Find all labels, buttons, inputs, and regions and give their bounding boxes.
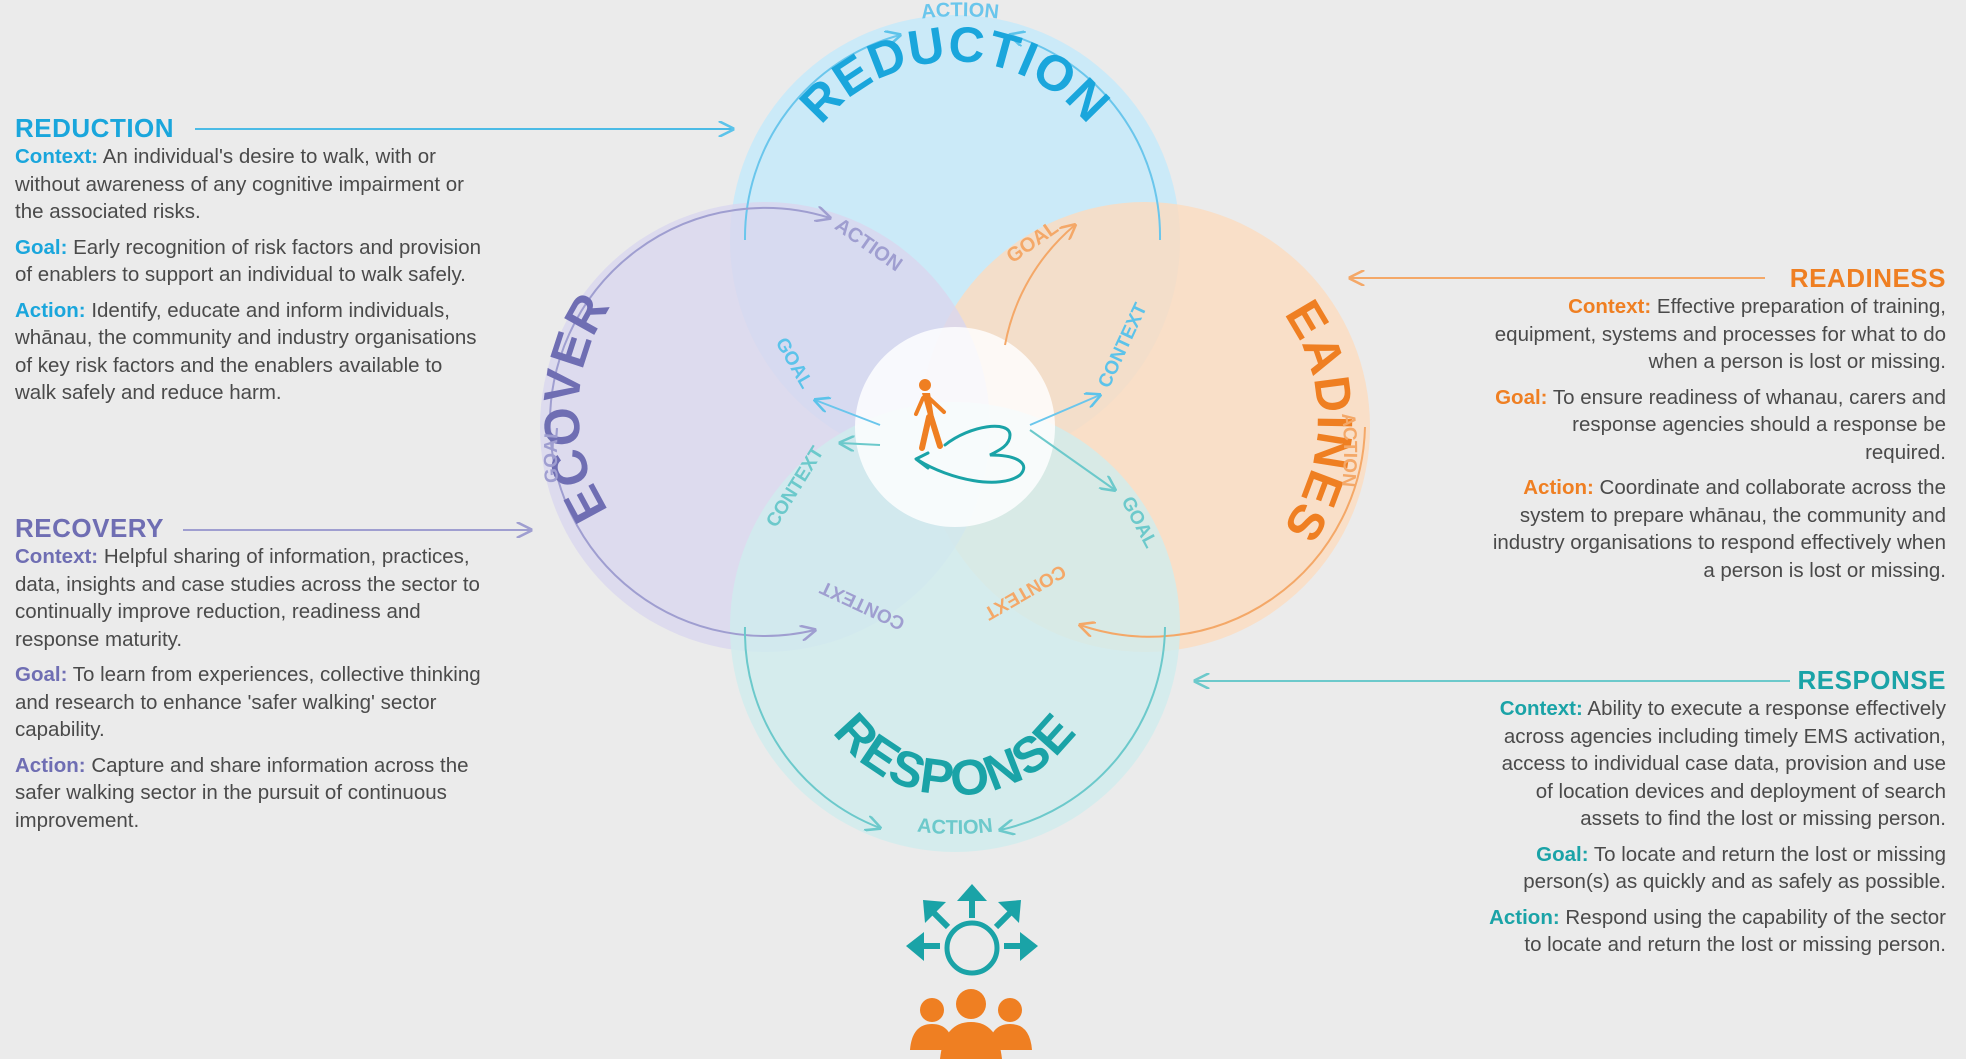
reduction-goal: Goal: Early recognition of risk factors … bbox=[15, 234, 485, 289]
recovery-goal: Goal: To learn from experiences, collect… bbox=[15, 661, 485, 744]
readiness-goal: Goal: To ensure readiness of whanau, car… bbox=[1486, 384, 1946, 467]
recovery-context-label: Context: bbox=[15, 545, 99, 568]
reduction-action-label: Action: bbox=[15, 298, 86, 322]
readiness-context-connector bbox=[1029, 395, 1100, 426]
reduction-goal-text: Early recognition of risk factors and pr… bbox=[15, 235, 482, 287]
reduction-description: REDUCTION Context: An individual's desir… bbox=[15, 113, 485, 415]
response-goal-label: Goal: bbox=[1536, 842, 1589, 866]
response-context-connector bbox=[840, 443, 881, 445]
reduction-action: Action: Identify, educate and inform ind… bbox=[15, 297, 485, 407]
readiness-cycle-arrow bbox=[1004, 225, 1075, 346]
people-group-icon bbox=[910, 989, 1032, 1059]
recovery-goal-label: GOAL bbox=[541, 426, 563, 483]
recovery-circle-title: RECOVERY bbox=[0, 0, 620, 532]
recovery-goal-text: To learn from experiences, collective th… bbox=[15, 663, 481, 741]
response-description: RESPONSE Context: Ability to execute a r… bbox=[1486, 665, 1946, 967]
reduction-context-label: Context: bbox=[15, 145, 99, 168]
response-context-label: Context: bbox=[1499, 697, 1583, 720]
recovery-cycle-arrow bbox=[548, 208, 830, 428]
response-action-text: Respond using the capability of the sect… bbox=[1524, 905, 1946, 957]
reduction-action-label: ACTION bbox=[920, 0, 1000, 24]
readiness-action-text: Coordinate and collaborate across the sy… bbox=[1492, 476, 1946, 582]
response-goal: Goal: To locate and return the lost or m… bbox=[1486, 841, 1946, 896]
readiness-cycle-arrow bbox=[1080, 426, 1366, 638]
readiness-goal-text: To ensure readiness of whanau, carers an… bbox=[1552, 385, 1946, 464]
response-goal-connector bbox=[1029, 429, 1115, 490]
recovery-heading: RECOVERY bbox=[15, 513, 164, 543]
recovery-goal-label: Goal: bbox=[15, 663, 68, 686]
response-heading: RESPONSE bbox=[1797, 665, 1946, 695]
readiness-context-text: Effective preparation of training, equip… bbox=[1494, 295, 1946, 373]
readiness-heading: READINESS bbox=[1789, 263, 1946, 293]
response-cycle-arrow bbox=[1000, 626, 1166, 830]
readiness-context: Context: Effective preparation of traini… bbox=[1486, 293, 1946, 376]
response-goal-text: To locate and return the lost or missing… bbox=[1523, 842, 1946, 894]
recovery-action-label: Action: bbox=[15, 753, 86, 777]
recovery-action: Action: Capture and share information ac… bbox=[15, 752, 485, 835]
response-cycle-arrow bbox=[743, 626, 880, 828]
response-action-label: Action: bbox=[1489, 905, 1560, 929]
arrows-out-icon bbox=[906, 884, 1038, 976]
reduction-context-text: An individual's desire to walk, with or … bbox=[15, 145, 464, 223]
recovery-cycle-arrow bbox=[549, 426, 815, 636]
response-action: Action: Respond using the capability of … bbox=[1486, 904, 1946, 959]
reduction-cycle-arrow bbox=[1010, 35, 1162, 241]
readiness-description: READINESS Context: Effective preparation… bbox=[1486, 263, 1946, 592]
recovery-action-text: Capture and share information across the… bbox=[15, 753, 469, 832]
readiness-action-label: Action: bbox=[1523, 476, 1594, 499]
recovery-context: Context: Helpful sharing of information,… bbox=[15, 543, 485, 653]
readiness-goal-label: Goal: bbox=[1495, 385, 1548, 409]
recovery-description: RECOVERY Context: Helpful sharing of inf… bbox=[15, 513, 485, 842]
response-context-text: Ability to execute a response effectivel… bbox=[1501, 697, 1946, 830]
readiness-action-label: ACTION bbox=[1337, 412, 1360, 488]
reduction-context: Context: An individual's desire to walk,… bbox=[15, 143, 485, 226]
reduction-action-text: Identify, educate and inform individuals… bbox=[15, 298, 477, 405]
response-action-label: ACTION bbox=[916, 815, 994, 839]
reduction-cycle-arrow bbox=[743, 35, 900, 241]
response-circle bbox=[730, 402, 1180, 852]
reduction-goal-label: Goal: bbox=[15, 235, 68, 259]
walking-person-icon bbox=[914, 379, 946, 451]
recovery-context-text: Helpful sharing of information, practice… bbox=[15, 545, 480, 651]
readiness-context-label: Context: bbox=[1568, 295, 1652, 318]
center-circle bbox=[855, 327, 1055, 527]
reduction-goal-connector bbox=[815, 400, 881, 426]
path-loop-icon bbox=[914, 424, 1026, 484]
response-context: Context: Ability to execute a response e… bbox=[1486, 695, 1946, 833]
reduction-heading: REDUCTION bbox=[15, 113, 175, 143]
readiness-action: Action: Coordinate and collaborate acros… bbox=[1486, 474, 1946, 584]
